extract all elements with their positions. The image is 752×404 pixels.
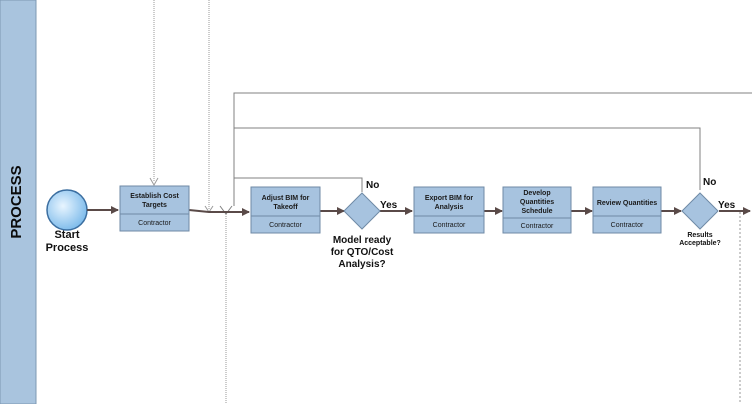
task-role: Contractor — [269, 222, 302, 229]
flow-establish-to-adjust — [188, 208, 250, 216]
task-title-line1: Export BIM for — [425, 195, 473, 202]
loop-line-inner — [234, 177, 363, 192]
gateway-results-acceptable[interactable] — [681, 192, 719, 230]
incoming-dotted-arrow-1 — [149, 177, 159, 187]
task-adjust-bim[interactable]: Adjust BIM for Takeoff Contractor — [250, 186, 321, 234]
gateway2-yes-label: Yes — [718, 200, 736, 211]
loop-line-middle — [234, 127, 701, 190]
task-review-quantities[interactable]: Review Quantities Contractor — [592, 186, 662, 234]
task-establish-cost-targets[interactable]: Establish Cost Targets Contractor — [119, 185, 190, 232]
task-export-bim[interactable]: Export BIM for Analysis Contractor — [413, 186, 485, 234]
start-label-line1: Start — [54, 229, 79, 241]
task-title-line1: Establish Cost — [130, 193, 179, 200]
task-title-line1: Adjust BIM for — [262, 195, 310, 202]
gateway1-question-line3: Analysis? — [338, 259, 385, 270]
task-title-line1: Develop — [523, 190, 550, 197]
task-role: Contractor — [433, 222, 466, 229]
task-title-line2: Takeoff — [273, 204, 298, 211]
gateway1-no-label: No — [366, 180, 379, 191]
lane-label: PROCESS — [8, 165, 25, 238]
task-title-line1: Review Quantities — [597, 200, 657, 207]
lane-header — [0, 0, 37, 404]
gateway2-question-line2: Acceptable? — [679, 240, 721, 247]
merge-marker — [219, 205, 233, 215]
gateway2-no-label: No — [703, 177, 716, 188]
task-title-line2: Targets — [142, 202, 167, 209]
gateway1-question-line1: Model ready — [333, 235, 392, 246]
task-title-line2: Analysis — [435, 204, 464, 211]
gateway1-question-line2: for QTO/Cost — [331, 247, 394, 258]
task-role: Contractor — [521, 223, 554, 230]
gateway-model-ready[interactable] — [343, 192, 381, 230]
loop-line-outer — [233, 92, 752, 206]
gateway2-question-line1: Results — [687, 232, 712, 239]
task-role: Contractor — [138, 220, 171, 227]
gateway1-yes-label: Yes — [380, 200, 398, 211]
start-label-line2: Process — [46, 242, 89, 254]
start-event-circle[interactable] — [46, 189, 88, 231]
task-title-line3: Schedule — [521, 208, 552, 215]
task-develop-quantities[interactable]: Develop Quantities Schedule Contractor — [502, 186, 572, 234]
task-role: Contractor — [611, 222, 644, 229]
task-title-line2: Quantities — [520, 199, 554, 206]
